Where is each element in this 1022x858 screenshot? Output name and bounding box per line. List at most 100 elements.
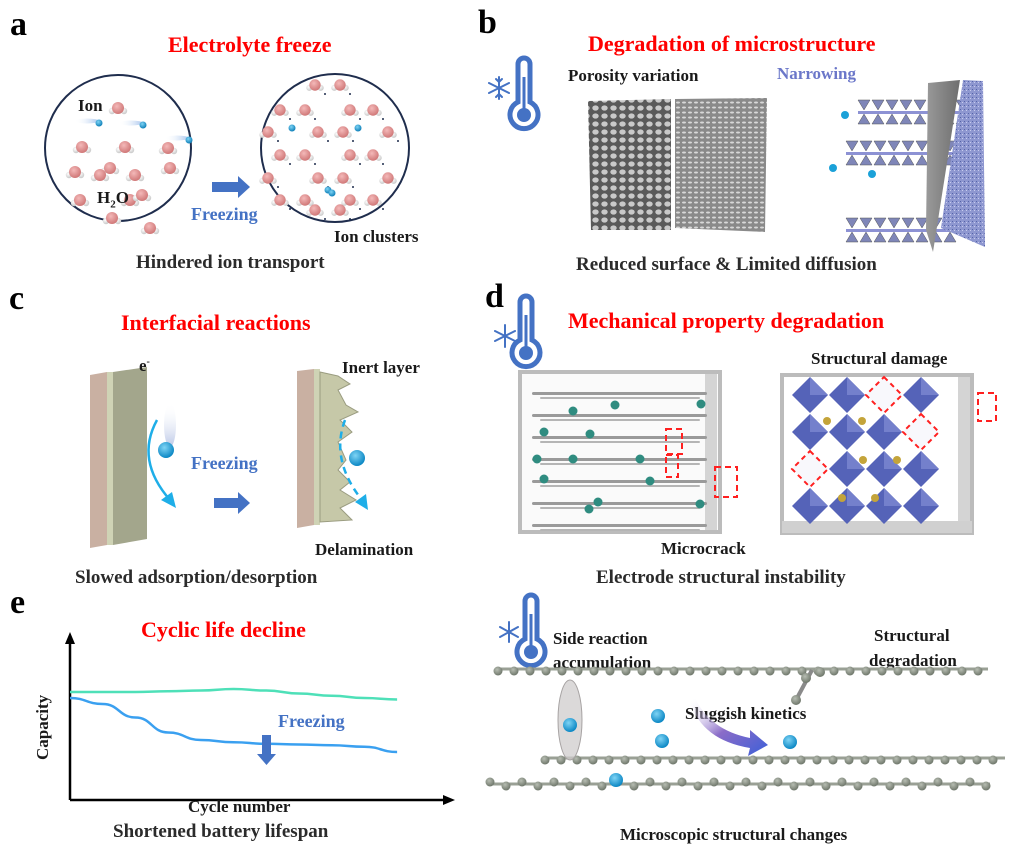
octahedron-face: [810, 414, 828, 432]
carbon-atom: [557, 666, 567, 676]
water-molecules-frozen: [259, 79, 399, 220]
panel-letter-e: e: [10, 584, 26, 621]
octahedron-face: [847, 414, 865, 432]
ion: [288, 124, 296, 132]
ion: [585, 429, 595, 439]
tetrahedron-up: [899, 113, 913, 125]
structural-degradation-label-1: Structural: [874, 626, 950, 645]
water-molecule: [296, 149, 314, 161]
water-molecule: [132, 189, 152, 202]
carbon-atom: [661, 781, 671, 791]
ion: [568, 454, 578, 464]
carbon-atom: [653, 666, 663, 676]
carbon-atom: [501, 781, 511, 791]
water-molecule: [158, 142, 178, 155]
carbon-atom: [540, 755, 550, 765]
cation: [871, 494, 879, 502]
missing-octahedron-marker: [901, 412, 941, 452]
water-molecule: [271, 194, 289, 206]
carbon-atom: [877, 666, 887, 676]
ion: [695, 499, 705, 509]
carbon-atom: [844, 755, 854, 765]
carbon-atom: [876, 755, 886, 765]
carbon-atom: [981, 781, 991, 791]
water-molecule: [379, 172, 397, 184]
water-label: H2O: [97, 189, 129, 210]
carbon-atom: [892, 755, 902, 765]
hydrogen-bond-dot: [349, 93, 351, 95]
ion-trail: [75, 118, 99, 124]
narrowing-label: Narrowing: [777, 64, 857, 83]
carbon-atom: [573, 666, 583, 676]
ion: [532, 454, 542, 464]
octahedron-face: [847, 488, 865, 506]
thermometer-icon: [509, 293, 543, 370]
water-molecule: [364, 149, 382, 161]
thermometer-snowflake-icon-d: [494, 293, 543, 370]
hydrogen-bond-dot: [314, 118, 316, 120]
ion: [593, 497, 603, 507]
grey-sheet: [926, 80, 960, 252]
tetrahedron-down: [859, 140, 873, 152]
carbon-atom: [556, 755, 566, 765]
water-molecule: [364, 104, 382, 116]
ion-trail: [119, 120, 143, 126]
carbon-atom: [668, 755, 678, 765]
ion: [568, 406, 578, 416]
water-molecule: [140, 222, 160, 235]
thermometer-snowflake-icon-e: [499, 592, 548, 669]
tetrahedron-down: [859, 217, 873, 229]
water-molecule: [108, 102, 128, 115]
water-molecule: [259, 126, 277, 138]
carbon-atom: [741, 777, 751, 787]
carbon-atom: [924, 755, 934, 765]
octahedra: [790, 375, 941, 524]
tetrahedron-up: [901, 231, 915, 243]
carbon-atom: [485, 777, 495, 787]
structural-damage-markers: [977, 392, 997, 422]
water-molecule: [271, 149, 289, 161]
tetrahedron-down: [873, 217, 887, 229]
x-axis-arrowhead-icon: [443, 795, 455, 805]
panel-a-caption: Hindered ion transport: [136, 252, 325, 273]
tetrahedron-up: [915, 231, 929, 243]
panel-letter-d: d: [485, 278, 504, 315]
tetrahedron-down: [901, 140, 915, 152]
carbon-atom: [693, 781, 703, 791]
carbon-atom: [796, 755, 806, 765]
intercalated-ions: [532, 399, 706, 514]
carbon-atom: [973, 666, 983, 676]
sluggish-kinetics-arrow-icon: [690, 698, 768, 756]
carbon-atom: [812, 755, 822, 765]
ion-trail: [165, 135, 189, 141]
octahedron-face: [810, 377, 828, 395]
carbon-atom: [941, 666, 951, 676]
carbon-atom: [781, 666, 791, 676]
carbon-atom: [629, 781, 639, 791]
snowflake-icon: [494, 324, 516, 348]
carbon-atom: [565, 781, 575, 791]
chart-ylabel: Capacity: [33, 694, 52, 760]
ion: [539, 427, 549, 437]
thermometer-icon: [514, 592, 548, 669]
water-molecule: [296, 104, 314, 116]
ion: [354, 124, 362, 132]
tetrahedron-down: [887, 140, 901, 152]
carbon-atom: [925, 666, 935, 676]
water-molecule: [65, 166, 85, 179]
tetrahedron-down: [857, 99, 871, 111]
carbon-atom: [901, 777, 911, 787]
tetrahedron-down: [899, 99, 913, 111]
water-molecule: [331, 79, 349, 91]
hydrogen-bond-dot: [289, 208, 291, 210]
carbon-atom: [677, 777, 687, 787]
panel-a-title: Electrolyte freeze: [168, 32, 332, 57]
panel-c-caption: Slowed adsorption/desorption: [75, 567, 318, 588]
ions-liquid: [75, 118, 193, 144]
ion: [696, 399, 706, 409]
ion: [328, 189, 336, 197]
ion: [829, 164, 837, 172]
carbon-atom: [684, 755, 694, 765]
water-molecule: [70, 194, 90, 207]
hydrogen-bond-dot: [359, 208, 361, 210]
